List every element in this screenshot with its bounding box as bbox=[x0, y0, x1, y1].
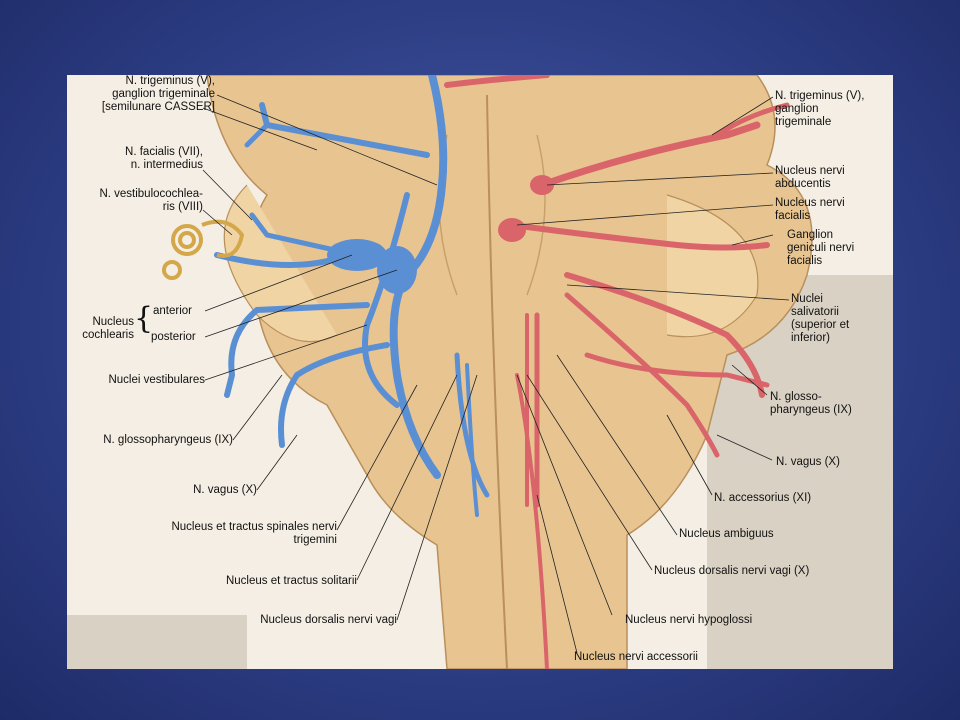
label-n-vagus-right: N. vagus (X) bbox=[776, 456, 840, 468]
label-line: Nucleus et tractus spinales nervi bbox=[171, 521, 337, 533]
label-line: ganglion bbox=[775, 103, 819, 115]
label-nuclei-vestibulares: Nuclei vestibulares bbox=[108, 374, 205, 386]
anatomy-figure: N. trigeminus (V), ganglion trigeminale … bbox=[67, 75, 893, 669]
label-line: Nucleus nervi bbox=[775, 165, 845, 177]
label-line: facialis bbox=[775, 210, 811, 222]
label-line: trigeminale bbox=[775, 116, 832, 128]
label-line: N. glosso- bbox=[770, 391, 822, 403]
label-line: N. trigeminus (V), bbox=[775, 90, 865, 102]
label-line: Nuclei bbox=[791, 293, 823, 305]
leader-lines bbox=[202, 94, 790, 654]
label-nucleus-accessorii: Nucleus nervi accessorii bbox=[574, 651, 698, 663]
label-line: [semilunare CASSER] bbox=[101, 101, 215, 113]
label-nuclei-salivatorii: Nuclei salivatorii (superior et inferior… bbox=[791, 293, 849, 345]
label-line: facialis bbox=[787, 255, 823, 267]
label-n-trigeminus-left: N. trigeminus (V), ganglion trigeminale … bbox=[73, 75, 215, 114]
label-line: Nucleus bbox=[92, 316, 134, 328]
label-n-vestibulocochlearis: N. vestibulocochlea- ris (VIII) bbox=[67, 188, 203, 214]
label-n-vagus-left: N. vagus (X) bbox=[193, 484, 257, 496]
label-line: ganglion trigeminale bbox=[112, 88, 215, 100]
brainstem-illustration bbox=[67, 75, 893, 669]
label-nucleus-dorsalis-right: Nucleus dorsalis nervi vagi (X) bbox=[654, 565, 810, 577]
label-nucleus-facialis: Nucleus nervi facialis bbox=[775, 197, 845, 223]
label-nucleus-dorsalis-left: Nucleus dorsalis nervi vagi bbox=[260, 614, 397, 626]
label-n-trigeminus-right: N. trigeminus (V), ganglion trigeminale bbox=[775, 90, 864, 129]
label-line: geniculi nervi bbox=[787, 242, 855, 254]
label-line: trigemini bbox=[293, 534, 337, 546]
label-line: N. trigeminus (V), bbox=[125, 75, 215, 87]
label-nucleus-tractus-spinales: Nucleus et tractus spinales nervi trigem… bbox=[107, 521, 337, 547]
label-nucleus-ambiguus: Nucleus ambiguus bbox=[679, 528, 774, 540]
label-nucleus-abducentis: Nucleus nervi abducentis bbox=[775, 165, 845, 191]
label-n-facialis: N. facialis (VII), n. intermedius bbox=[87, 146, 203, 172]
label-nucleus-hypoglossi: Nucleus nervi hypoglossi bbox=[625, 614, 753, 626]
label-line: Nucleus nervi bbox=[775, 197, 845, 209]
label-posterior: posterior bbox=[151, 331, 196, 343]
label-line: ris (VIII) bbox=[162, 201, 203, 213]
label-line: n. intermedius bbox=[130, 159, 203, 171]
label-line: Ganglion bbox=[787, 229, 834, 241]
label-n-accessorius: N. accessorius (XI) bbox=[714, 492, 812, 504]
motor-nuclei bbox=[444, 75, 790, 669]
label-line: abducentis bbox=[775, 178, 831, 190]
label-n-glossopharyngeus-left: N. glossopharyngeus (IX) bbox=[103, 434, 233, 446]
label-line: salivatorii bbox=[791, 306, 839, 318]
sensory-nuclei bbox=[214, 75, 490, 517]
label-line: N. facialis (VII), bbox=[125, 146, 203, 158]
label-line: cochlearis bbox=[82, 329, 134, 341]
label-line: pharyngeus (IX) bbox=[770, 404, 852, 416]
brace-icon: { bbox=[134, 301, 154, 336]
label-ganglion-geniculi: Ganglion geniculi nervi facialis bbox=[787, 229, 854, 268]
label-nucleus-cochlearis: Nucleus cochlearis bbox=[72, 316, 134, 342]
label-line: inferior) bbox=[791, 332, 830, 344]
label-line: (superior et bbox=[791, 319, 850, 331]
label-nucleus-tractus-solitarii: Nucleus et tractus solitarii bbox=[225, 575, 357, 587]
label-line: N. vestibulocochlea- bbox=[99, 188, 203, 200]
label-n-glossopharyngeus-right: N. glosso- pharyngeus (IX) bbox=[770, 391, 852, 417]
background-page bbox=[67, 275, 893, 669]
label-anterior: anterior bbox=[153, 305, 192, 317]
labyrinth bbox=[162, 219, 245, 280]
